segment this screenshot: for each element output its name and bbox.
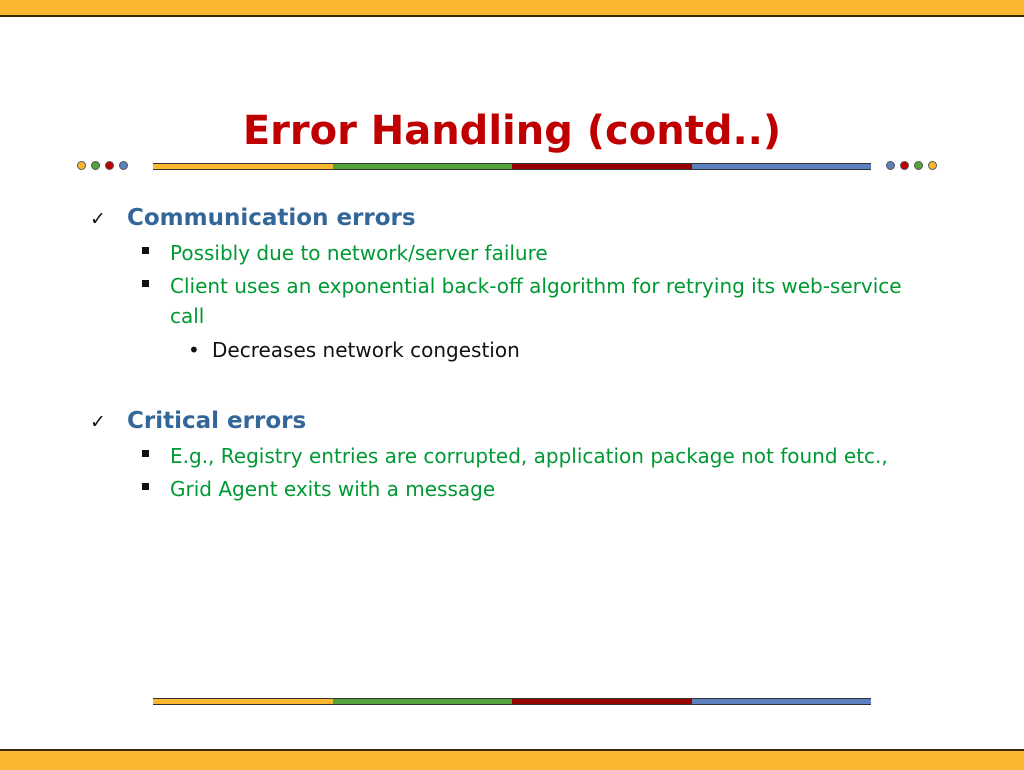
ornament-dot: [886, 161, 895, 170]
divider-segment: [153, 164, 333, 169]
ornament-dot: [928, 161, 937, 170]
bullet-text: Possibly due to network/server failure: [170, 241, 548, 265]
bottom-band: [0, 749, 1024, 770]
checkmark-icon: ✓: [90, 208, 106, 230]
divider-segment: [512, 164, 692, 169]
divider-segment: [153, 699, 333, 704]
sub-bullet-item: • Decreases network congestion: [186, 335, 938, 365]
top-band: [0, 0, 1024, 17]
section-heading-text: Critical errors: [127, 408, 307, 434]
bullet-text: E.g., Registry entries are corrupted, ap…: [170, 444, 888, 468]
section-heading: ✓ Critical errors: [88, 405, 938, 438]
slide-body: ✓ Communication errors Possibly due to n…: [88, 202, 938, 504]
section-spacer: [88, 365, 938, 405]
divider-segment: [691, 164, 871, 169]
bullet-item: E.g., Registry entries are corrupted, ap…: [138, 441, 938, 471]
right-dot-ornament: [886, 161, 937, 170]
divider-segment: [332, 164, 512, 169]
ornament-dot: [900, 161, 909, 170]
left-dot-ornament: [77, 161, 128, 170]
divider-segment: [332, 699, 512, 704]
bullet-text: Client uses an exponential back-off algo…: [170, 274, 902, 328]
ornament-dot: [77, 161, 86, 170]
ornament-dot: [91, 161, 100, 170]
bullet-text: Grid Agent exits with a message: [170, 477, 496, 501]
ornament-dot: [119, 161, 128, 170]
top-divider: [153, 163, 871, 170]
divider-segment: [691, 699, 871, 704]
divider-segment: [512, 699, 692, 704]
slide-title: Error Handling (contd..): [242, 108, 782, 154]
sub-bullet-text: Decreases network congestion: [212, 338, 520, 362]
ornament-dot: [105, 161, 114, 170]
section-heading-text: Communication errors: [127, 205, 416, 231]
bullet-item: Client uses an exponential back-off algo…: [138, 271, 938, 331]
checkmark-icon: ✓: [90, 411, 106, 433]
bottom-divider: [153, 698, 871, 705]
ornament-dot: [914, 161, 923, 170]
bullet-item: Grid Agent exits with a message: [138, 474, 938, 504]
dot-bullet-icon: •: [188, 338, 200, 362]
section-heading: ✓ Communication errors: [88, 202, 938, 235]
bullet-item: Possibly due to network/server failure: [138, 238, 938, 268]
